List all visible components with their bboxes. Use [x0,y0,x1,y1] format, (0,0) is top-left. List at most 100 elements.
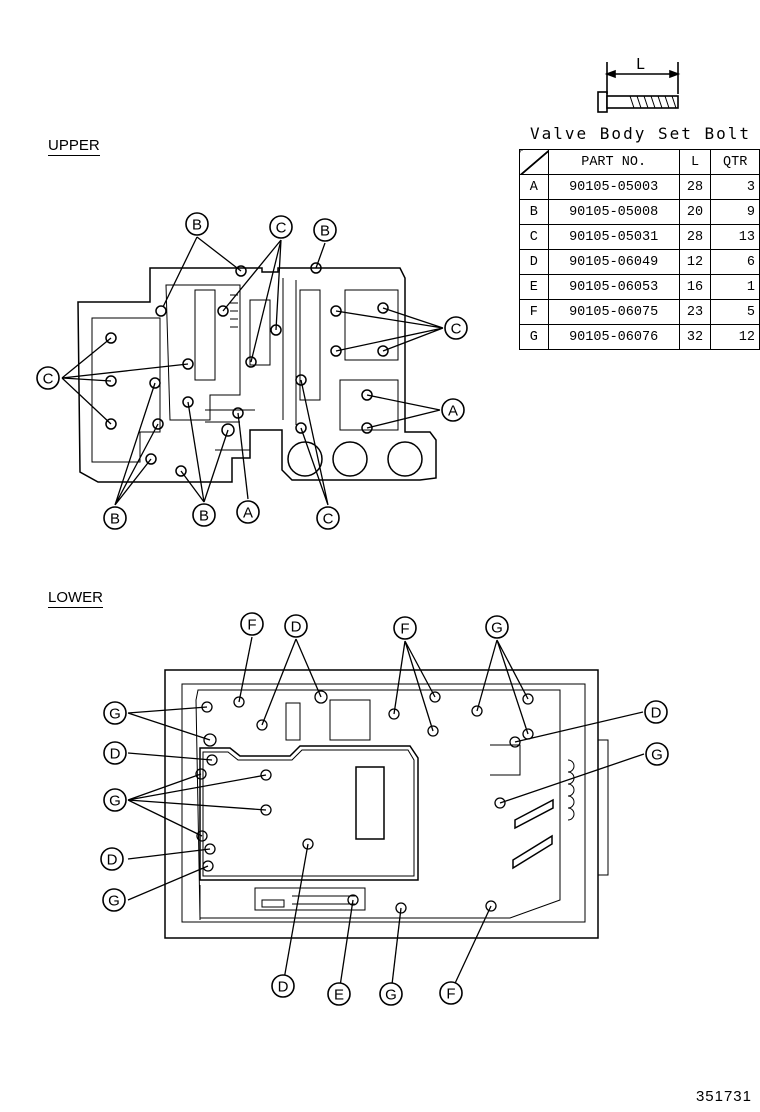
upper-callout-letter: C [323,511,334,528]
bolt-table: PART NO. L QTR A 90105-05003 28 3 B 9010… [519,149,760,350]
bolt-length-label: L [636,55,646,73]
lower-callout-circle [379,982,403,1006]
upper-callout-letter: A [448,403,458,420]
lower-callout-letter: D [107,852,118,869]
upper-callout-letter: B [192,217,202,234]
upper-callout-circle [236,500,260,524]
lower-callout-letter: F [247,617,256,634]
row-qty: 3 [710,174,760,200]
row-qty: 13 [710,224,760,250]
upper-callout-letter: C [276,220,287,237]
upper-callout-circle [316,506,340,530]
lower-callout-circle [103,701,127,725]
upper-callout-circle [441,398,465,422]
upper-callout-circle [36,366,60,390]
upper-callout-letter: C [43,371,54,388]
row-code: G [519,324,549,350]
row-part-no: 90105-06075 [547,299,680,325]
header-length: L [678,149,712,175]
lower-callout-letter: D [278,979,289,996]
row-part-no: 90105-05003 [547,174,680,200]
table-header-row: PART NO. L QTR [519,149,760,175]
upper-callout-circle [313,218,337,242]
table-row: F 90105-06075 23 5 [519,299,760,325]
table-row: B 90105-05008 20 9 [519,199,760,225]
row-code: E [519,274,549,300]
table-row: A 90105-05003 28 3 [519,174,760,200]
lower-callout-letter: F [400,621,409,638]
lower-callout-letter: E [334,987,344,1004]
row-part-no: 90105-05008 [547,199,680,225]
upper-callout-letter: B [199,508,209,525]
row-code: C [519,224,549,250]
upper-callout-letter: B [320,223,330,240]
lower-callout-circle [100,847,124,871]
upper-callout-circle [269,215,293,239]
row-length: 32 [678,324,712,350]
upper-callout-circle [192,503,216,527]
upper-callout-letter: A [243,505,253,522]
lower-callout-circle [103,741,127,765]
lower-callout-letter: G [651,747,663,764]
lower-callout-circle [103,788,127,812]
lower-callout-circle [644,700,668,724]
lower-callout-letter: G [491,620,503,637]
row-length: 20 [678,199,712,225]
lower-callout-circle [485,615,509,639]
table-row: E 90105-06053 16 1 [519,274,760,300]
row-qty: 5 [710,299,760,325]
lower-callout-circle [327,982,351,1006]
row-length: 28 [678,224,712,250]
row-length: 12 [678,249,712,275]
lower-section-title: LOWER [48,589,104,608]
lower-callout-circle [439,981,463,1005]
table-row: G 90105-06076 32 12 [519,324,760,350]
header-part-no: PART NO. [547,149,680,175]
upper-callout-circle [103,506,127,530]
lower-callout-circle [284,614,308,638]
lower-callout-circle [240,612,264,636]
row-qty: 12 [710,324,760,350]
header-corner [519,149,549,175]
row-code: A [519,174,549,200]
row-part-no: 90105-06076 [547,324,680,350]
lower-callout-letter: D [110,746,121,763]
lower-callout-letter: G [109,706,121,723]
lower-callout-circle [645,742,669,766]
lower-callout-letter: G [108,893,120,910]
row-qty: 6 [710,249,760,275]
row-code: F [519,299,549,325]
upper-valve-body [77,262,437,483]
row-code: D [519,249,549,275]
lower-callout-circle [271,974,295,998]
table-title: Valve Body Set Bolt [530,124,752,143]
table-row: D 90105-06049 12 6 [519,249,760,275]
upper-callout-circle [185,212,209,236]
lower-callout-letter: G [109,793,121,810]
row-length: 23 [678,299,712,325]
upper-callout-letter: B [110,511,120,528]
upper-leader-lines [61,236,444,506]
row-qty: 9 [710,199,760,225]
lower-callout-letter: F [446,986,455,1003]
row-length: 16 [678,274,712,300]
lower-callout-circle [393,616,417,640]
lower-leader-lines [127,636,645,994]
lower-callout-letter: G [385,987,397,1004]
upper-callout-letter: C [451,321,462,338]
bolt-illustration [597,62,681,113]
upper-section-title: UPPER [48,137,100,156]
header-qty: QTR [710,149,760,175]
lower-callout-letter: D [291,619,302,636]
row-part-no: 90105-06049 [547,249,680,275]
row-part-no: 90105-05031 [547,224,680,250]
table-row: C 90105-05031 28 13 [519,224,760,250]
lower-valve-body [164,669,609,939]
upper-callout-circle [444,316,468,340]
lower-callout-letter: D [651,705,662,722]
reference-number: 351731 [695,1088,752,1105]
lower-callout-circle [102,888,126,912]
row-code: B [519,199,549,225]
row-qty: 1 [710,274,760,300]
